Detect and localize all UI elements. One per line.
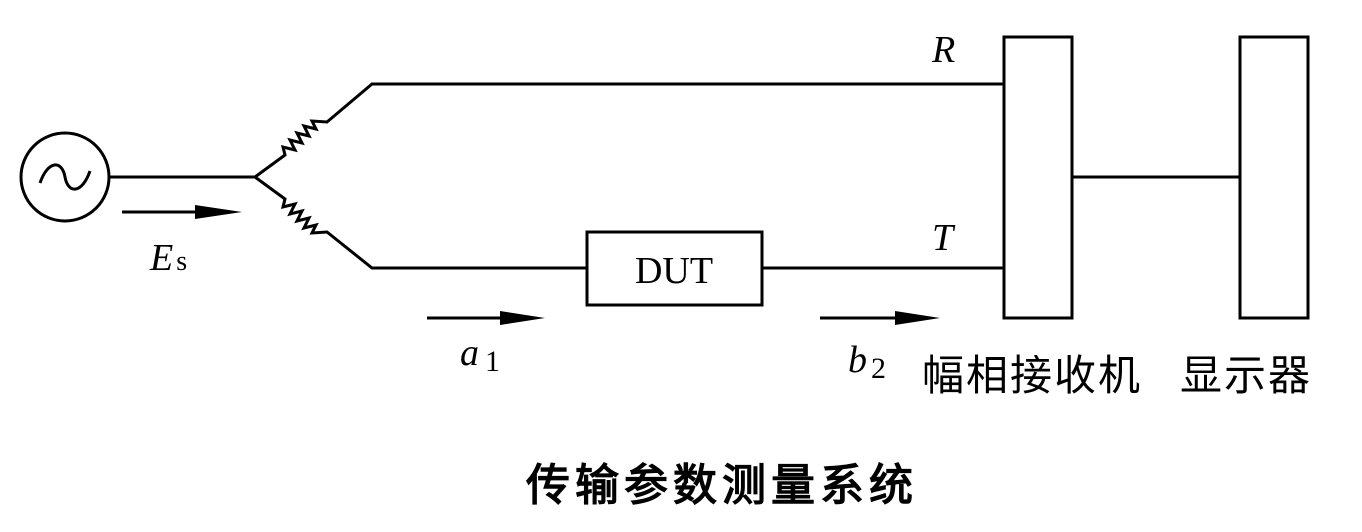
dut-box [585,230,764,307]
es-arrowhead [195,205,242,219]
lower-branch-resistor [254,175,587,270]
display-box [1238,35,1310,320]
receiver-box [1002,35,1074,320]
dut-label: DUT [635,250,713,292]
r-label: R [931,29,955,71]
t-label: T [932,217,956,259]
upper-branch-resistor [254,82,1003,179]
receiver-label: 幅相接收机 [922,351,1142,400]
a1-arrowhead [500,311,545,325]
display-label: 显示器 [1180,351,1312,400]
b2-arrowhead [895,311,940,325]
diagram-title: 传输参数测量系统 [525,460,918,511]
sine-wave-icon [38,163,92,191]
